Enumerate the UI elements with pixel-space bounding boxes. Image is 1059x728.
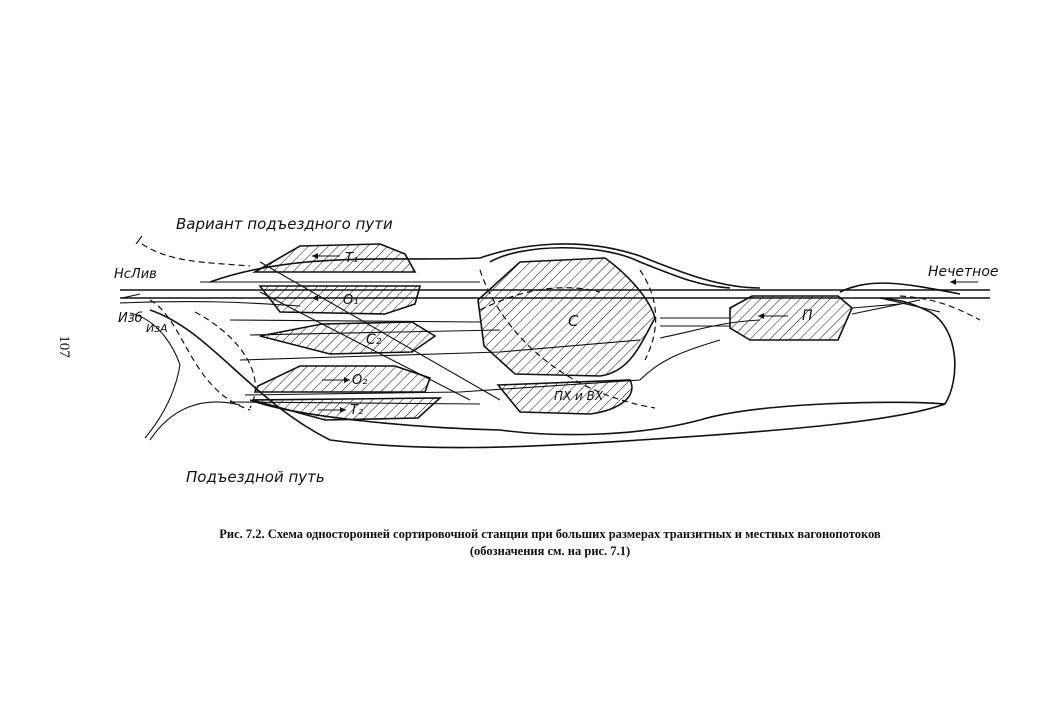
caption-line-2: (обозначения см. на рис. 7.1) (469, 544, 631, 558)
yard-label-c2: С₂ (366, 332, 382, 348)
label-access-variant: Вариант подъездного пути (176, 215, 393, 233)
yards (251, 243, 853, 421)
yard-label-pxvx: ПХ и ВХ (554, 389, 604, 403)
label-access-track: Подъездной путь (186, 468, 325, 486)
yard-pxvx (496, 379, 633, 415)
page-number: 107 (55, 335, 72, 358)
label-odd-direction: Нечетное (928, 264, 999, 280)
yard-p (729, 295, 853, 341)
yard-t1 (252, 243, 417, 273)
yard-o2 (253, 365, 432, 393)
yard-c2 (259, 321, 437, 355)
yard-label-o2: О₂ (352, 373, 367, 388)
yard-c (477, 257, 656, 377)
yard-o1 (258, 285, 422, 315)
figure-caption: Рис. 7.2. Схема односторонней сортировоч… (110, 526, 990, 560)
caption-line-1: Рис. 7.2. Схема односторонней сортировоч… (219, 527, 881, 541)
yard-label-o1: О₁ (343, 293, 358, 308)
label-iza: ИзА (146, 322, 168, 335)
connecting-tracks (121, 261, 941, 405)
yard-label-p: П (802, 308, 813, 324)
label-ncliv: НсЛив (114, 267, 157, 282)
yard-label-t1: Т₁ (345, 251, 358, 266)
yard-label-t2: Т₂ (350, 403, 363, 418)
direction-arrows (135, 235, 978, 413)
yard-label-c: С (568, 312, 579, 330)
label-izb: Изб (118, 311, 143, 326)
